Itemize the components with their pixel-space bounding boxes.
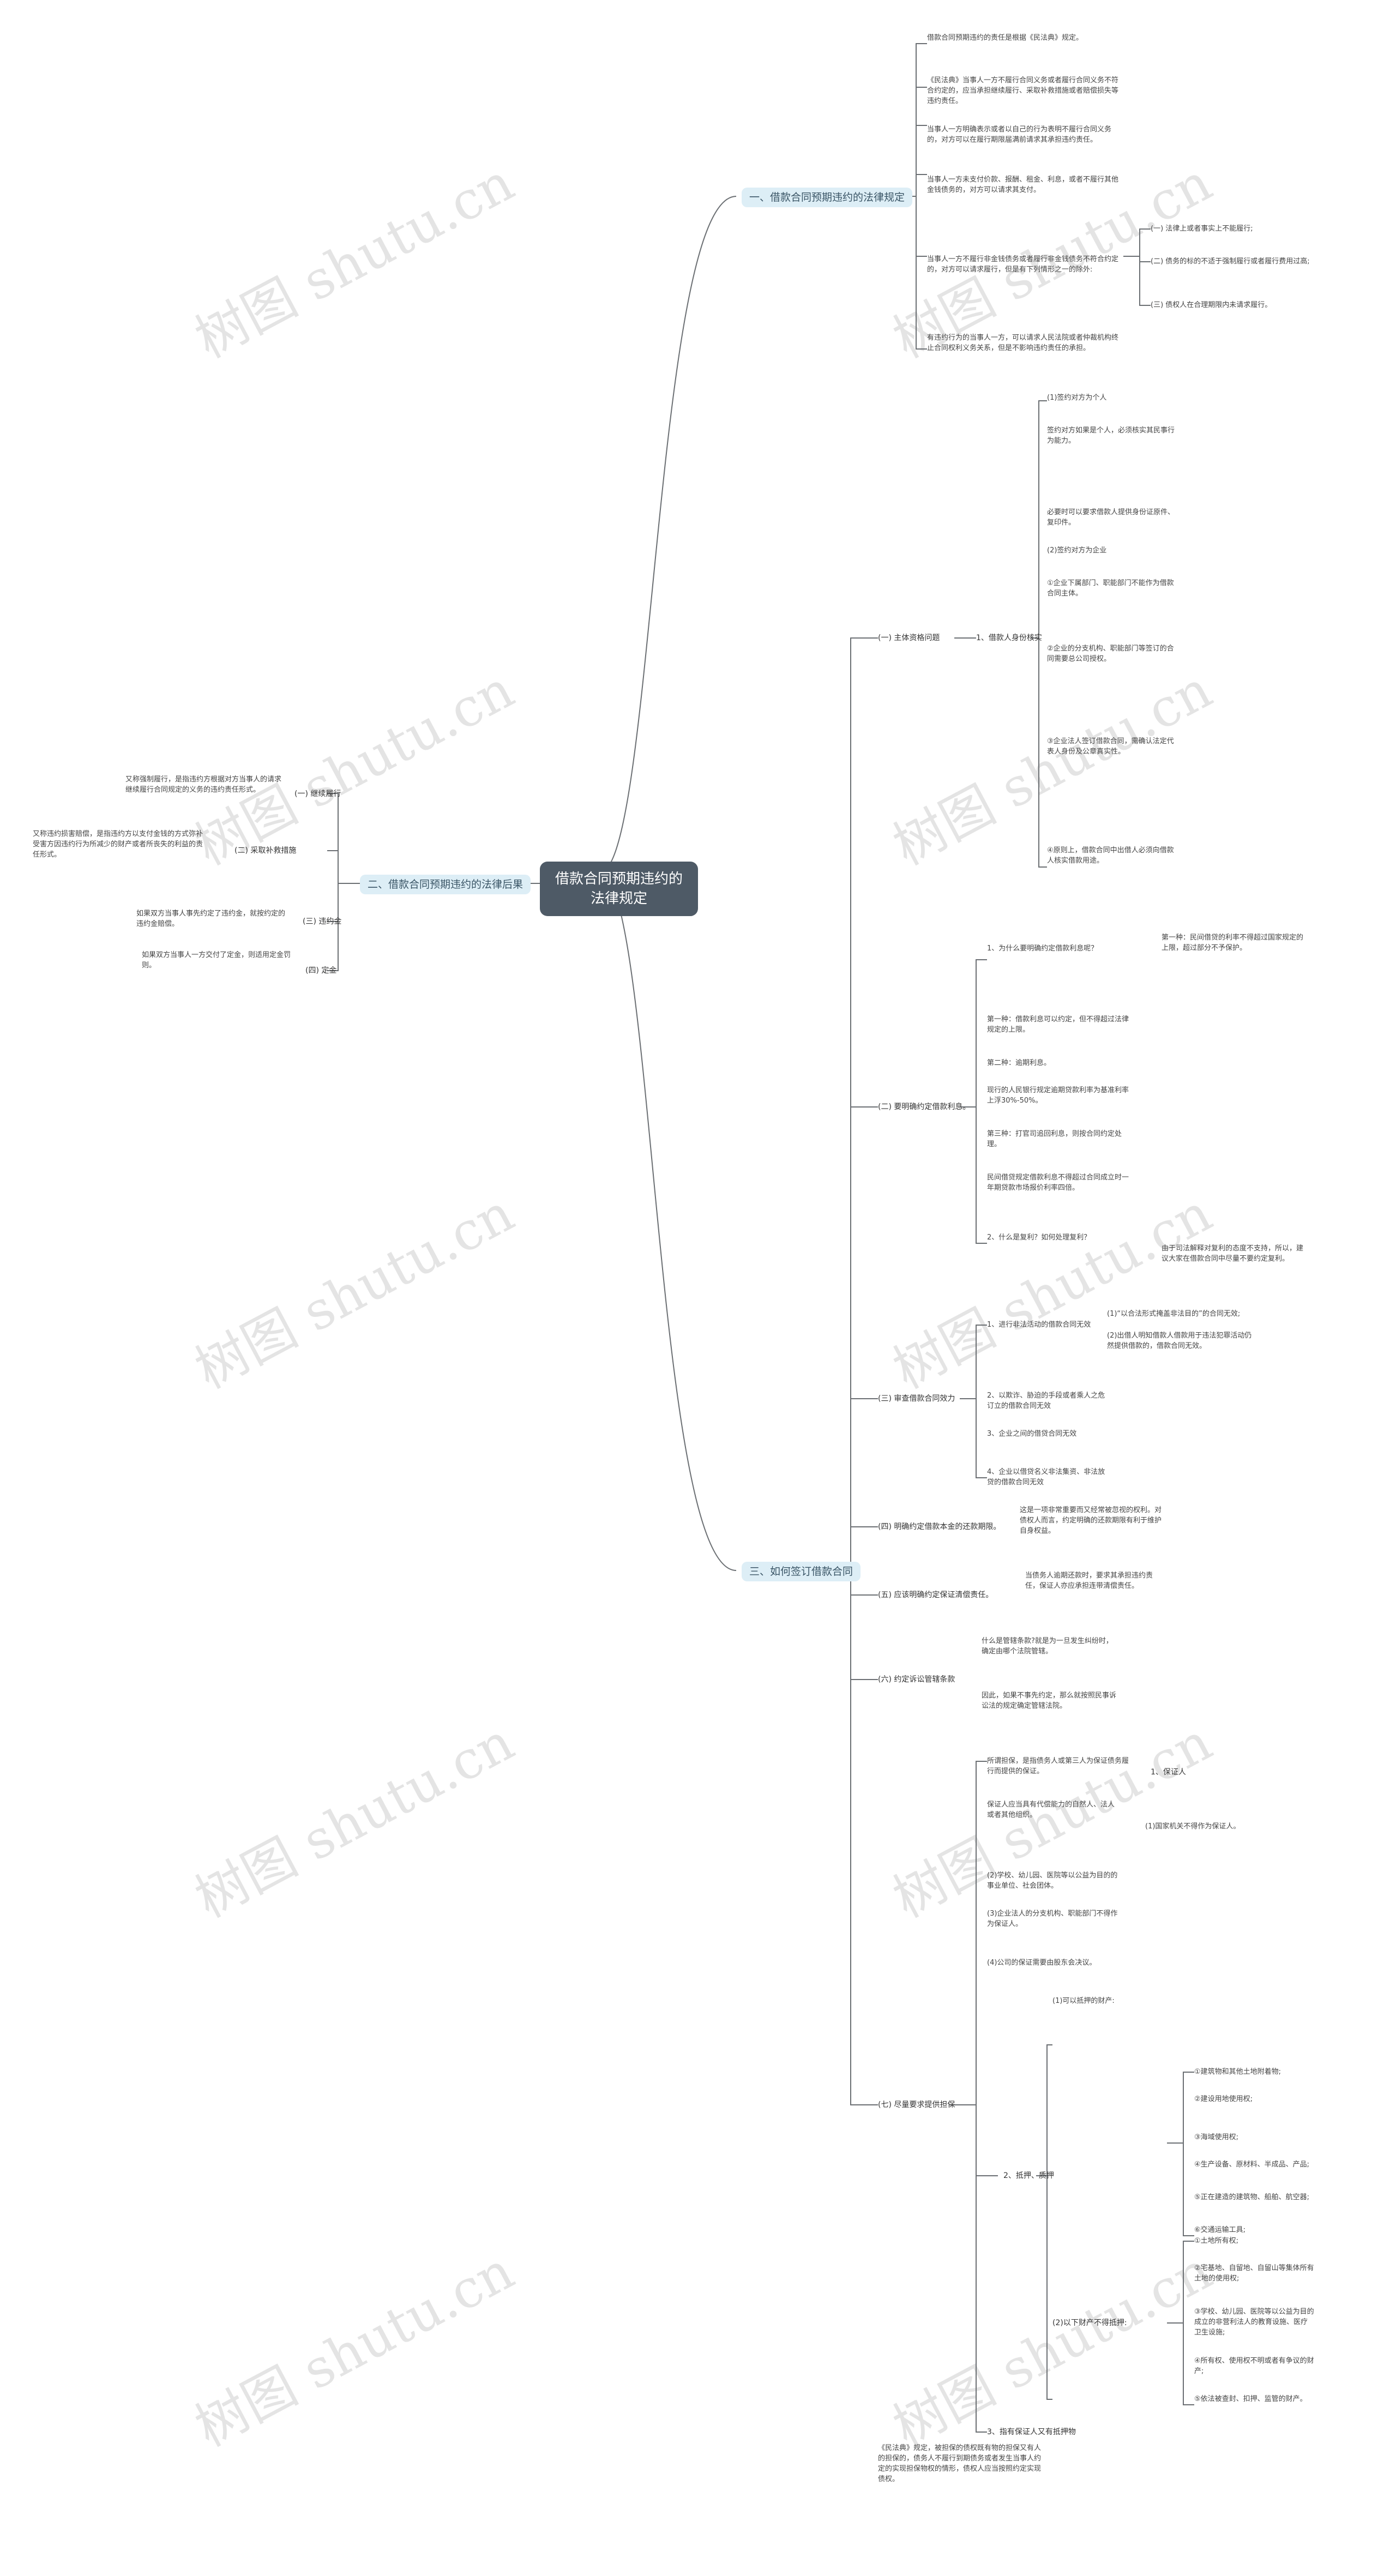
b1-item: 《民法典》当事人一方不履行合同义务或者履行合同义务不符合约定的，应当承担继续履行… (927, 76, 1119, 105)
b3-s7-item: ③学校、幼儿园、医院等以公益为目的成立的非营利法人的教育设施、医疗卫生设施; (1194, 2308, 1314, 2337)
b3-s7-item: (3)企业法人的分支机构、职能部门不得作为保证人。 (987, 1910, 1118, 1928)
b1-item: 有违约行为的当事人一方，可以请求人民法院或者仲裁机构终止合同权利义务关系，但是不… (927, 334, 1119, 352)
b1-item: 当事人一方未支付价款、报酬、租金、利息，或者不履行其他金钱债务的，对方可以请求其… (927, 176, 1119, 194)
b3-s3-item: 3、企业之间的借贷合同无效 (987, 1430, 1077, 1438)
b3-s7-item: (2)学校、幼儿园、医院等以公益为目的的事业单位、社会团体。 (987, 1871, 1118, 1890)
b3-s7-item: ①土地所有权; (1194, 2237, 1239, 2245)
mindmap-root[interactable]: 借款合同预期违约的法律规定 (540, 862, 698, 916)
b3-s4-text: 这是一项非常重要而又经常被忽视的权利。对债权人而言，约定明确的还款期限有利于维护… (1020, 1506, 1162, 1535)
b3-s2-item: 2、什么是复利？如何处理复利？ (987, 1233, 1091, 1242)
b3-section: (五) 应该明确约定保证清偿责任。 (878, 1591, 994, 1599)
branch-legal-consequences[interactable]: 二、借款合同预期违约的法律后果 (360, 875, 531, 894)
b3-section: (六) 约定诉讼管辖条款 (878, 1675, 955, 1684)
b3-s2-item: 1、为什么要明确约定借款利息呢？ (987, 944, 1098, 953)
b3-s3-right: (1)“以合法形式掩盖非法目的”的合同无效; (1107, 1310, 1241, 1318)
b3-section: (二) 要明确约定借款利息。 (878, 1103, 971, 1111)
b3-s7-item: ②宅基地、自留地、自留山等集体所有土地的使用权; (1194, 2264, 1314, 2283)
b3-s7-item: ⑤正在建造的建筑物、船舶、航空器; (1194, 2193, 1310, 2201)
b3-s1-item: ④原则上，借款合同中出借人必须向借款人核实借款用途。 (1047, 846, 1174, 865)
b3-s1-item: 必要时可以要求借款人提供身份证原件、复印件。 (1047, 508, 1175, 527)
b2-label: (三) 违约金 (303, 917, 342, 926)
b3-s7-item: ⑥交通运输工具; (1194, 2226, 1246, 2234)
b3-s7-item: 3、指有保证人又有抵押物 (987, 2428, 1076, 2436)
b3-s7-item: ①建筑物和其他土地附着物; (1194, 2068, 1281, 2076)
b3-s2-item: 第一种：借款利息可以约定，但不得超过法律规定的上限。 (987, 1015, 1129, 1034)
b2-label: (二) 采取补救措施 (234, 846, 297, 855)
b3-s5-text: 当债务人逾期还款时，要求其承担违约责任，保证人亦应承担连带清偿责任。 (1025, 1572, 1153, 1590)
b3-s1-item: ②企业的分支机构、职能部门等签订的合同需要总公司授权。 (1047, 645, 1174, 663)
b2-text: 又称强制履行，是指违约方根据对方当事人的请求继续履行合同规定的义务的违约责任形式… (125, 775, 282, 794)
b3-s7-item: (4)公司的保证需要由股东会决议。 (987, 1959, 1097, 1967)
b3-section: (一) 主体资格问题 (878, 634, 940, 642)
b3-s7-item: 所谓担保，是指债务人或第三人为保证债务履行而提供的保证。 (987, 1757, 1129, 1775)
b3-s2-item: 第二种：逾期利息。 (987, 1059, 1051, 1067)
b3-s2-item: 现行的人民银行规定逾期贷款利率为基准利率上浮30%-50%。 (987, 1086, 1129, 1105)
b3-s3-item: 4、企业以借贷名义非法集资、非法放贷的借款合同无效 (987, 1468, 1105, 1486)
b3-section: (三) 审查借款合同效力 (878, 1394, 955, 1403)
b2-label: (四) 定金 (305, 966, 337, 975)
b2-text: 如果双方当事人事先约定了违约金，就按约定的违约金赔偿。 (136, 910, 286, 928)
b3-s7-item: (1)可以抵押的财产: (1052, 1997, 1115, 2005)
b1-item: 借款合同预期违约的责任是根据《民法典》规定。 (927, 34, 1084, 42)
b2-label: (一) 继续履行 (294, 790, 341, 798)
b3-s7-item: ③海域使用权; (1194, 2133, 1239, 2141)
b3-s7-item: ②建设用地使用权; (1194, 2095, 1253, 2103)
b3-s7-item: (1)国家机关不得作为保证人。 (1145, 1822, 1241, 1831)
b1-sub-item: (一) 法律上或者事实上不能履行; (1151, 225, 1253, 233)
b3-s7-item: ④所有权、使用权不明或者有争议的财产; (1194, 2357, 1314, 2375)
b2-text: 又称违约损害赔偿，是指违约方以支付金钱的方式弥补受害方因违约行为所减少的财产或者… (33, 830, 203, 859)
b2-text: 如果双方当事人一方交付了定金，则适用定金罚则。 (142, 951, 291, 970)
b3-s1-item: ③企业法人签订借款合同，需确认法定代表人身份及公章真实性。 (1047, 737, 1174, 756)
b3-section: (七) 尽量要求提供担保 (878, 2100, 955, 2109)
b1-sub-item: (二) 债务的标的不适于强制履行或者履行费用过高; (1151, 257, 1310, 266)
b3-s6-item: 因此，如果不事先约定，那么就按照民事诉讼法的规定确定管辖法院。 (982, 1692, 1117, 1710)
b3-s3-item: 2、以欺诈、胁迫的手段或者乘人之危订立的借款合同无效 (987, 1392, 1105, 1410)
b3-s2-right: 由于司法解释对复利的态度不支持，所以，建议大家在借款合同中尽量不要约定复利。 (1162, 1244, 1304, 1263)
b3-s1-item: 签约对方如果是个人，必须核实其民事行为能力。 (1047, 426, 1175, 445)
b3-s3-right: (2)出借人明知借款人借款用于违法犯罪活动仍然提供借款的，借款合同无效。 (1107, 1332, 1252, 1350)
b3-subsection: 1、借款人身份核实 (976, 634, 1042, 642)
b3-s6-item: 什么是管辖条款?就是为一旦发生纠纷时，确定由哪个法院管辖。 (982, 1637, 1113, 1656)
b3-s7-item: ⑤依法被查封、扣押、监管的财产。 (1194, 2395, 1307, 2403)
b3-s7-item: 2、抵押、质押 (1003, 2171, 1054, 2180)
b3-s2-item: 第三种：打官司追回利息，则按合同约定处理。 (987, 1130, 1122, 1148)
b3-s7-item: ④生产设备、原材料、半成品、产品; (1194, 2160, 1310, 2169)
b1-item: 当事人一方明确表示或者以自己的行为表明不履行合同义务的，对方可以在履行期限届满前… (927, 125, 1112, 144)
b3-s7-item: 1、保证人 (1151, 1768, 1186, 1777)
branch-how-to-sign[interactable]: 三、如何签订借款合同 (742, 1562, 861, 1581)
b3-s1-item: (2)签约对方为企业 (1047, 546, 1107, 555)
b3-s2-right: 第一种：民间借贷的利率不得超过国家规定的上限，超过部分不予保护。 (1162, 934, 1304, 952)
b3-s7-item: 保证人应当具有代偿能力的自然人、法人或者其他组织。 (987, 1801, 1115, 1819)
b3-section: (四) 明确约定借款本金的还款期限。 (878, 1522, 1001, 1531)
b3-footer: 《民法典》规定，被担保的债权既有物的担保又有人的担保的，债务人不履行到期债务或者… (878, 2444, 1042, 2483)
b3-s1-item: (1)签约对方为个人 (1047, 394, 1107, 402)
b3-s2-item: 民间借贷规定借款利息不得超过合同成立时一年期贷款市场报价利率四倍。 (987, 1173, 1129, 1192)
branch-legal-provisions[interactable]: 一、借款合同预期违约的法律规定 (742, 188, 913, 207)
b3-s3-item: 1、进行非法活动的借款合同无效 (987, 1321, 1091, 1329)
b1-item: 当事人一方不履行非金钱债务或者履行非金钱债务不符合约定的，对方可以请求履行，但是… (927, 255, 1119, 274)
b3-s7-item: (2)以下财产不得抵押: (1052, 2319, 1127, 2327)
b3-s1-item: ①企业下属部门、职能部门不能作为借款合同主体。 (1047, 579, 1174, 598)
b1-sub-item: (三) 债权人在合理期限内未请求履行。 (1151, 301, 1272, 309)
